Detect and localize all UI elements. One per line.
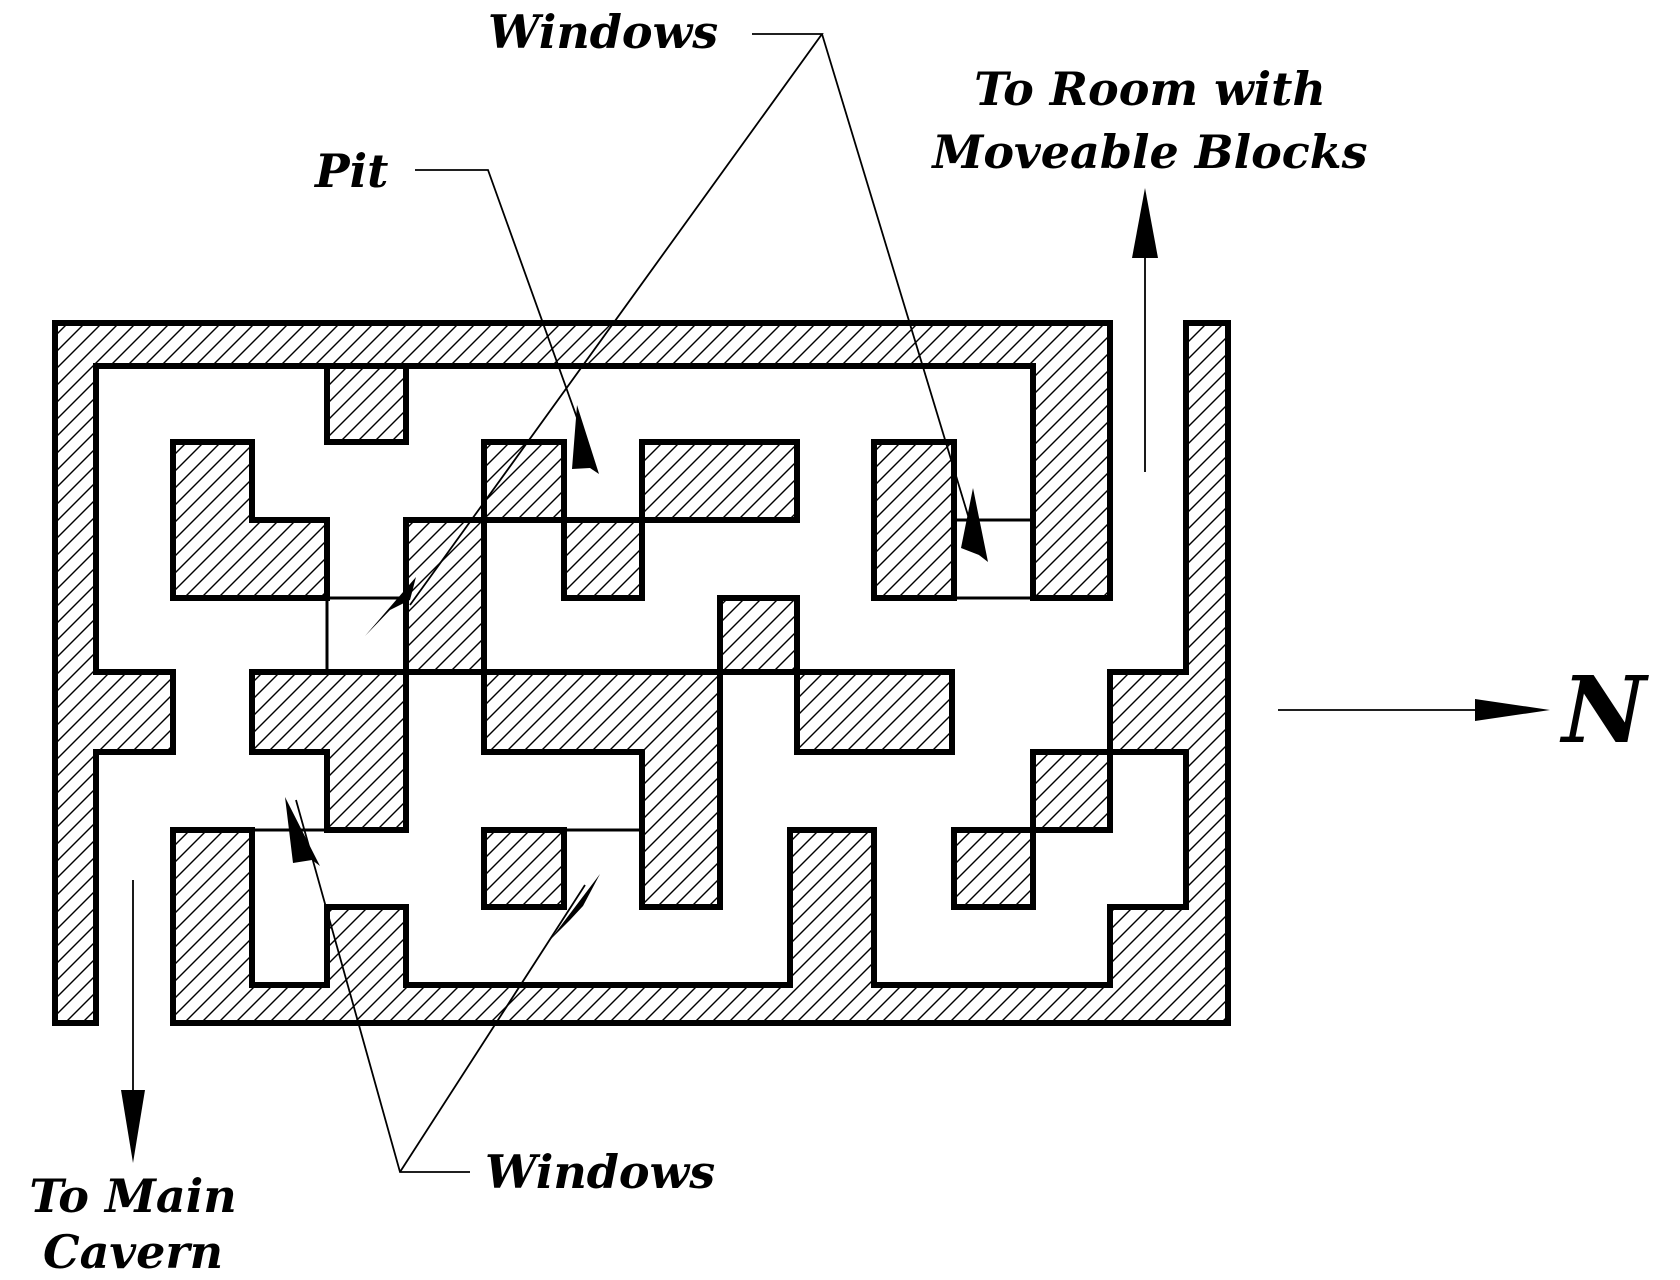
block-middle-tab [717, 595, 800, 675]
label-north: N [1559, 656, 1649, 764]
labels: Windows To Room with Moveable Blocks Pit… [29, 5, 1649, 1279]
block-southwest [249, 669, 409, 833]
label-windows-top: Windows [488, 5, 718, 59]
arrow-window-sw-icon [285, 797, 320, 866]
arrow-window-east-icon [961, 488, 988, 562]
arrow-window-south-icon [550, 874, 600, 940]
arrow-window-pit-icon [365, 577, 416, 636]
arrow-room-icon [1132, 188, 1158, 258]
annotation-leaders [132, 33, 1480, 1173]
arrow-main-cavern-icon [121, 1090, 145, 1163]
block-top-pit [561, 517, 645, 601]
block-pit-column [403, 517, 487, 675]
arrowheads [121, 188, 1550, 1163]
block-nw-l [170, 439, 330, 601]
outer-wall-west-top [52, 320, 1113, 1026]
block-south-east [951, 827, 1036, 910]
block-middle-east [794, 669, 955, 755]
arrow-pit-icon [572, 405, 599, 474]
label-room-line1: To Room with [974, 62, 1326, 116]
block-top-east [871, 439, 957, 601]
label-main-line2: Cavern [43, 1225, 223, 1279]
arrow-north-icon [1475, 699, 1550, 721]
block-south-center [481, 827, 567, 910]
label-pit: Pit [313, 144, 388, 198]
label-room-line2: Moveable Blocks [930, 125, 1367, 179]
window-lines [252, 442, 1033, 907]
block-top-center-right [639, 439, 800, 523]
label-main-line1: To Main [29, 1169, 236, 1223]
label-windows-bottom: Windows [485, 1145, 715, 1199]
block-top-center-left [481, 439, 567, 523]
outer-wall-east-bottom [170, 320, 1231, 1026]
